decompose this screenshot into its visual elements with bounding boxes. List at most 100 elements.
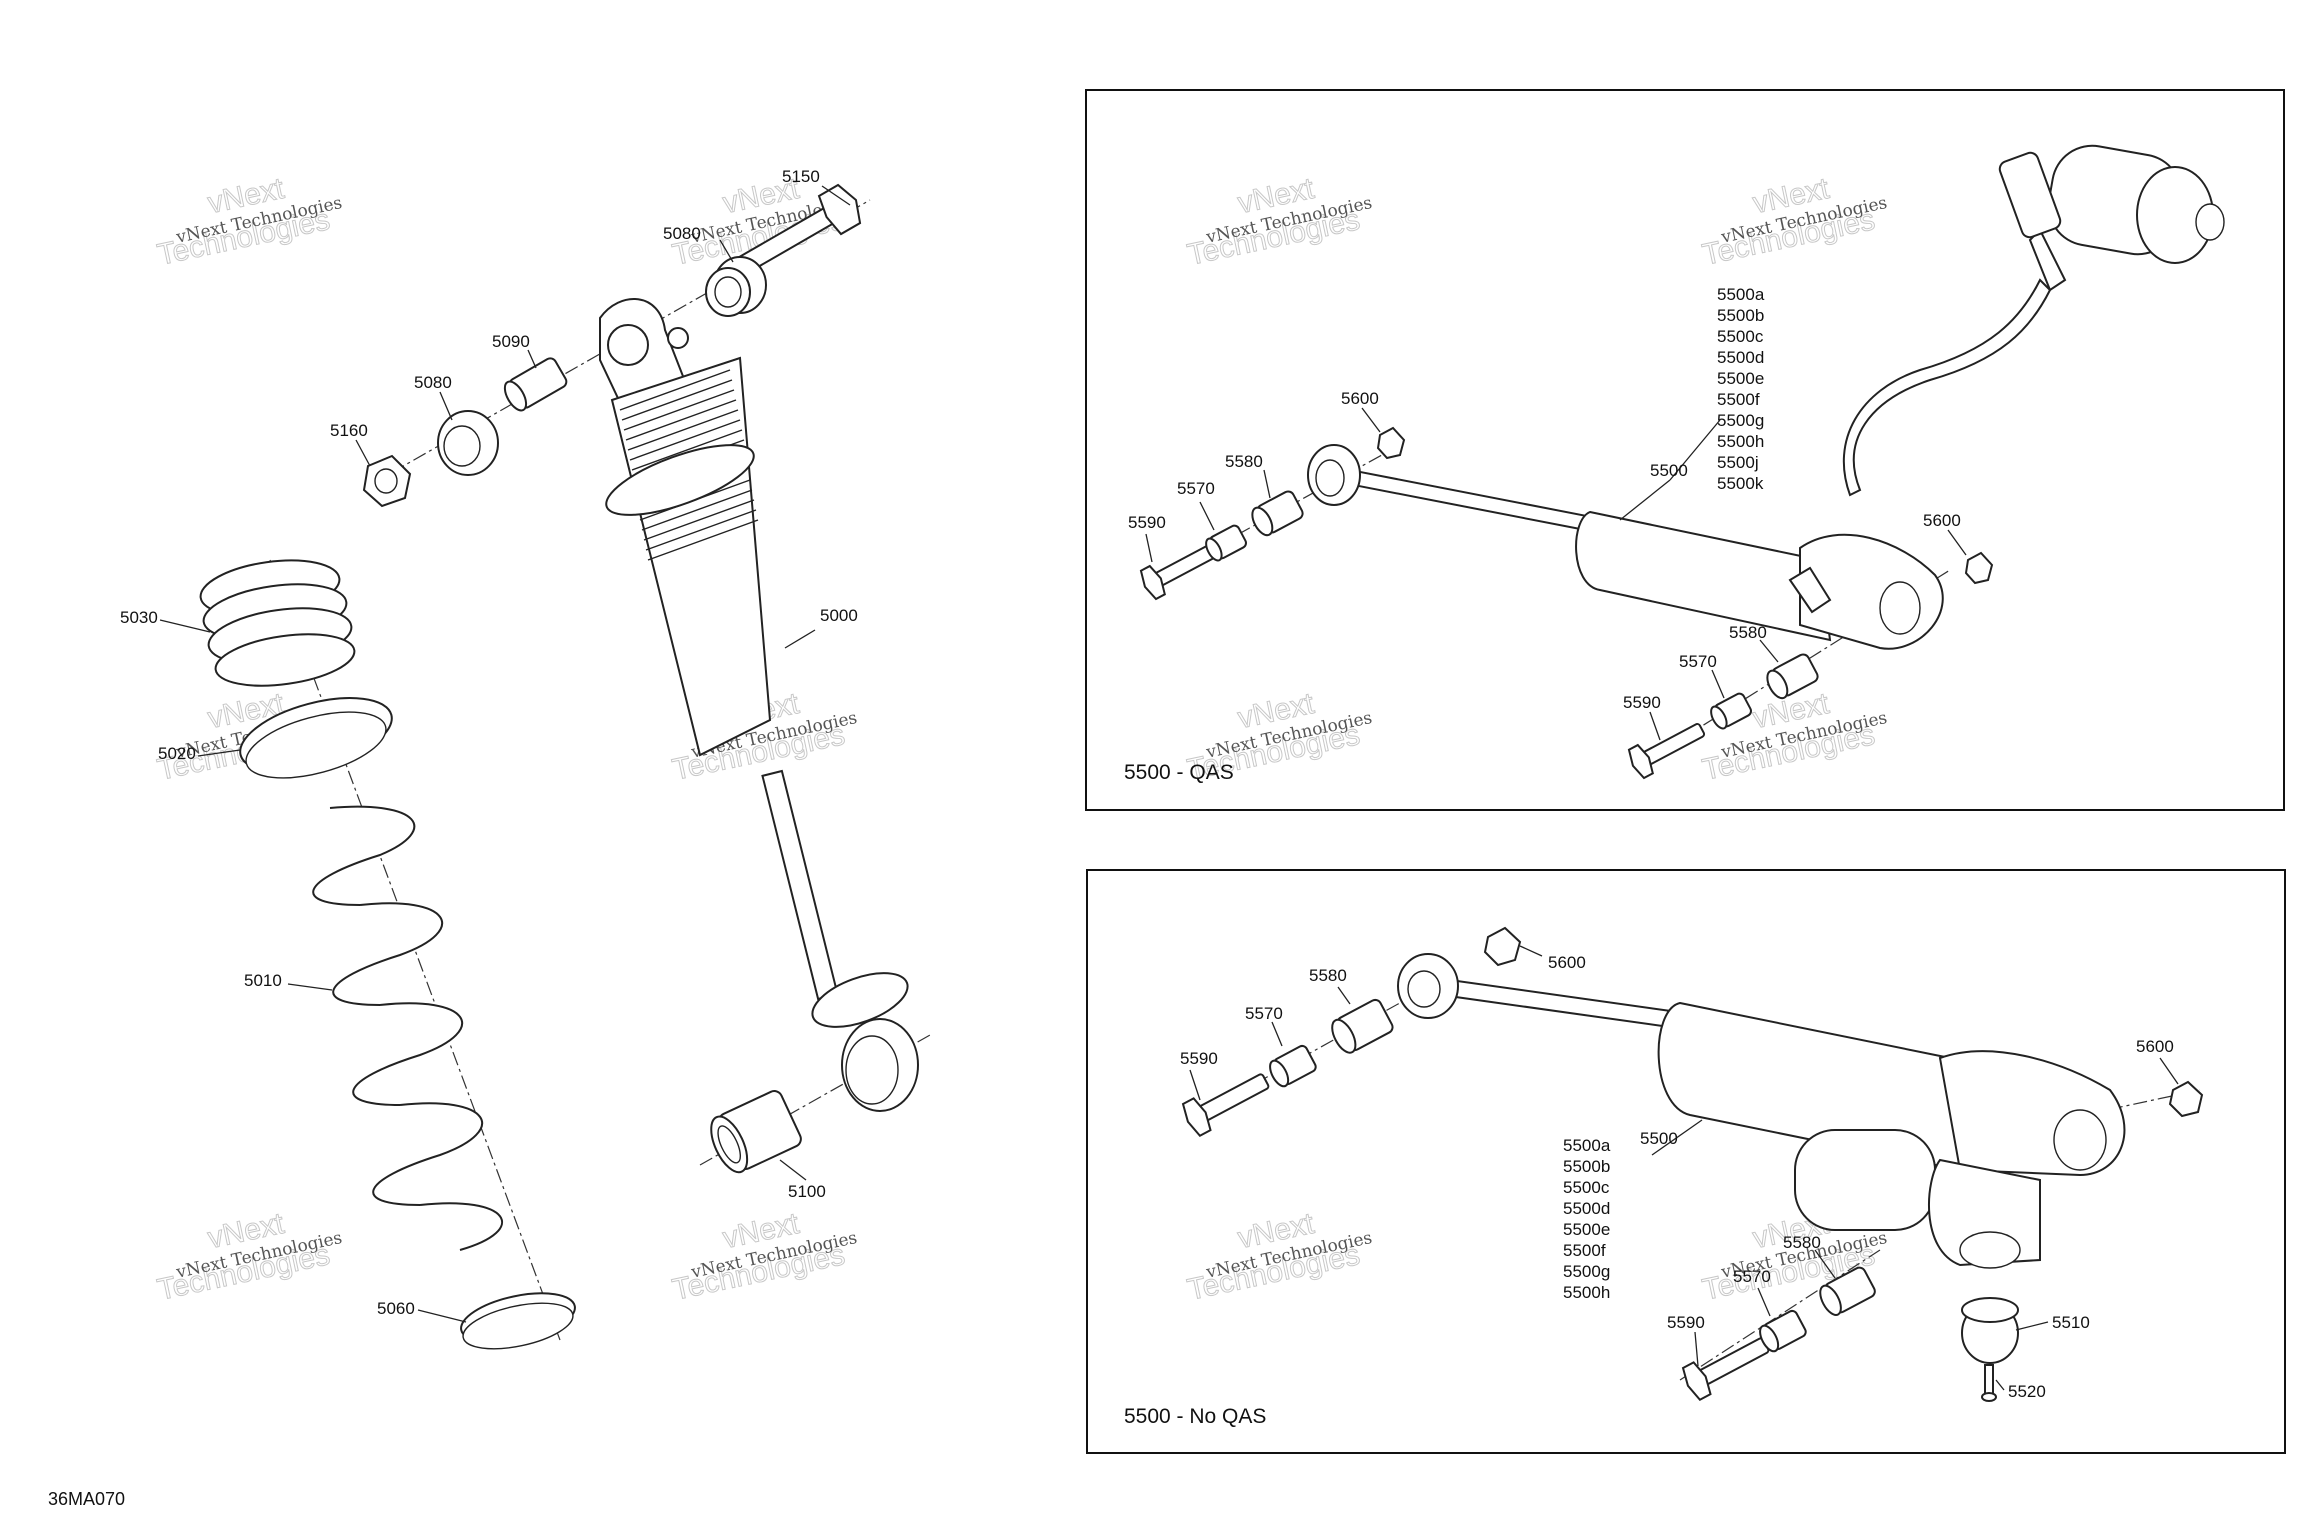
variant-label: 5500f: [1717, 390, 1760, 409]
no-qas-variant-list: 5500a 5500b 5500c 5500d 5500e 5500f 5500…: [1563, 1136, 1611, 1302]
callout-5580: 5580: [1783, 1233, 1821, 1252]
variant-label: 5500j: [1717, 453, 1759, 472]
qas-variant-list: 5500a 5500b 5500c 5500d 5500e 5500f 5500…: [1717, 285, 1765, 493]
spring-axis: [269, 559, 561, 1341]
no-qas-bolt-5590-left: [1181, 1073, 1270, 1138]
qas-nut-5600-left: [1376, 426, 1406, 460]
no-qas-bushing-5580-right: [1819, 1266, 1876, 1316]
panel-no-qas: 5600 5580 5570 5590 5500 5600 5580 5570 …: [1086, 869, 2286, 1454]
leader: [439, 391, 453, 421]
panel-frame: [1085, 89, 2285, 811]
variant-label: 5500e: [1717, 369, 1764, 388]
variant-label: 5500g: [1717, 411, 1764, 430]
leader: [1337, 986, 1351, 1005]
leader: [784, 629, 816, 649]
callout-5520: 5520: [2008, 1382, 2046, 1401]
qas-bushing-5580-right: [1766, 653, 1819, 700]
no-qas-nut-5600-right: [2168, 1080, 2204, 1118]
nut-5160: [362, 454, 412, 508]
bushing-5100: [710, 1090, 802, 1174]
panel-title: 5500 - QAS: [1124, 761, 1234, 784]
variant-label: 5500g: [1563, 1262, 1610, 1281]
leader: [1947, 529, 1967, 556]
callout-5150: 5150: [782, 167, 820, 186]
leader: [1619, 479, 1671, 521]
callout-5570: 5570: [1679, 652, 1717, 671]
qas-shock-5500: [1307, 444, 1944, 650]
variant-label: 5500a: [1717, 285, 1765, 304]
callout-5600: 5600: [2136, 1037, 2174, 1056]
leader: [2015, 1321, 2049, 1331]
variant-label: 5500c: [1563, 1178, 1610, 1197]
watermark: Technologies vNext vNext Technologies: [154, 171, 344, 272]
leader: [1649, 711, 1661, 741]
no-qas-nut-5600-left: [1483, 926, 1522, 967]
bushing-5080-top: [705, 256, 767, 317]
watermark: Technologies vNext vNext Technologies: [1184, 171, 1374, 272]
callout-5570: 5570: [1245, 1004, 1283, 1023]
variant-label: 5500e: [1563, 1220, 1610, 1239]
qas-reservoir: [1842, 144, 2225, 497]
callout-5570: 5570: [1177, 479, 1215, 498]
callout-5590: 5590: [1623, 693, 1661, 712]
leader: [1651, 1119, 1703, 1156]
watermark: Technologies vNext vNext Technologies: [669, 1206, 859, 1307]
callout-5570: 5570: [1733, 1267, 1771, 1286]
variant-label: 5500h: [1717, 432, 1764, 451]
callout-5080: 5080: [414, 373, 452, 392]
qas-sleeve-5570-right: [1710, 692, 1752, 730]
callout-5600: 5600: [1341, 389, 1379, 408]
callout-5090: 5090: [492, 332, 530, 351]
panel-qas: 5600 5580 5570 5590 5500 5600 5580 5570 …: [1085, 89, 2285, 811]
watermark: Technologies vNext vNext Technologies: [1699, 171, 1889, 272]
no-qas-bolt-5590-right: [1681, 1337, 1770, 1402]
leader: [1199, 501, 1215, 531]
panel-frame: [1086, 869, 2286, 1454]
callout-5590: 5590: [1667, 1313, 1705, 1332]
callout-5060: 5060: [377, 1299, 415, 1318]
leader: [1189, 1069, 1201, 1101]
no-qas-axis-right: [1679, 1249, 1881, 1381]
leader: [1271, 1021, 1283, 1047]
leader: [1759, 639, 1779, 663]
qas-bolt-5590-right: [1627, 723, 1706, 780]
leader: [1519, 945, 1543, 957]
qas-sleeve-5570-left: [1205, 524, 1247, 562]
variant-label: 5500a: [1563, 1136, 1611, 1155]
leader: [1711, 669, 1725, 699]
variant-label: 5500d: [1717, 348, 1764, 367]
shock-5000: [599, 297, 919, 1112]
variant-label: 5500f: [1563, 1241, 1606, 1260]
callout-5080: 5080: [663, 224, 701, 243]
callout-5160: 5160: [330, 421, 368, 440]
callout-5010: 5010: [244, 971, 282, 990]
qas-nut-5600-right: [1964, 551, 1994, 585]
no-qas-shock-5500: [1397, 953, 2126, 1269]
leader: [1361, 407, 1381, 433]
watermark: Technologies vNext vNext Technologies: [1184, 1206, 1374, 1307]
panel-title: 5500 - No QAS: [1124, 1405, 1266, 1428]
callout-5600: 5600: [1923, 511, 1961, 530]
callout-5590: 5590: [1180, 1049, 1218, 1068]
leader: [1694, 1331, 1699, 1367]
leader: [417, 1309, 467, 1323]
callout-5580: 5580: [1309, 966, 1347, 985]
leader: [527, 349, 537, 369]
leader: [355, 439, 371, 467]
no-qas-knob-5510: [1961, 1297, 2019, 1364]
leader: [1995, 1379, 2005, 1391]
callout-5580: 5580: [1729, 623, 1767, 642]
callout-5510: 5510: [2052, 1313, 2090, 1332]
watermark: Technologies vNext vNext Technologies: [154, 1206, 344, 1307]
callout-5000: 5000: [820, 606, 858, 625]
callout-5500: 5500: [1640, 1129, 1678, 1148]
leader: [197, 749, 241, 757]
helper-spring-5030: [199, 559, 356, 687]
qas-bushing-5580-left: [1251, 490, 1304, 537]
variant-label: 5500b: [1563, 1157, 1610, 1176]
variant-label: 5500b: [1717, 306, 1764, 325]
sleeve-5090: [503, 357, 568, 412]
leader: [1669, 419, 1721, 481]
leader: [779, 1159, 807, 1181]
leader: [1145, 533, 1153, 563]
